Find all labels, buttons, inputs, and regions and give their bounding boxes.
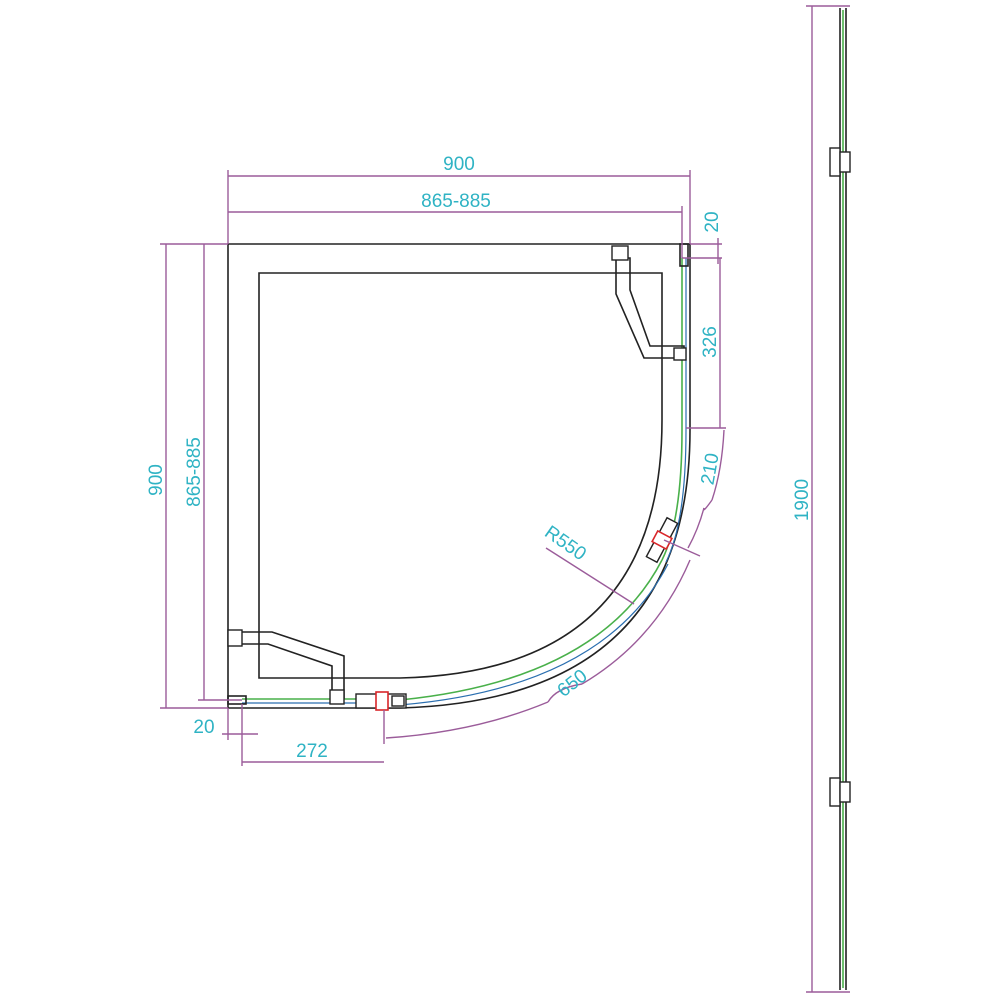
glass-right-panel — [661, 258, 683, 561]
glass-right-panel-inner — [665, 258, 687, 563]
stabiliser-clamp-bottom — [329, 689, 345, 705]
dimension-curve-210-label: 210 — [697, 452, 723, 487]
stabiliser-clamp-top — [673, 347, 687, 361]
dimension-radius-r550: R550 — [541, 522, 635, 605]
glass-curved-door — [399, 559, 663, 701]
dimension-width-900-label: 900 — [443, 154, 475, 175]
dimension-elevation-1900-label: 1900 — [792, 479, 813, 521]
dimension-arc-650: 650 — [383, 539, 701, 744]
dimension-bottom-panel-272-label: 272 — [296, 741, 328, 762]
stabiliser-bar-top — [615, 257, 685, 359]
glass-curved-door-inner — [399, 563, 669, 706]
dimension-height-900: 900 — [146, 243, 228, 709]
tray-outer-outline — [227, 243, 691, 709]
dimension-width-900: 900 — [227, 154, 691, 244]
dimension-bottom-panel-272: 272 — [242, 741, 384, 763]
elevation-bracket-top — [829, 147, 851, 177]
elevation-bracket-bottom — [829, 777, 851, 807]
dimension-curve-210: 210 — [687, 429, 725, 549]
stabiliser-bracket-top — [611, 245, 629, 261]
elevation-view: 1900 — [792, 5, 851, 993]
dimension-left-gap-20-label: 20 — [193, 717, 214, 738]
wall-profile-top — [679, 243, 689, 267]
dimension-height-865-885: 865-885 — [184, 244, 242, 701]
dimension-left-gap-20: 20 — [193, 704, 258, 766]
stabiliser-bar-bottom — [239, 631, 345, 699]
dimension-right-panel-326-label: 326 — [700, 326, 721, 358]
plan-view: 900 865-885 900 865-885 20 — [146, 154, 726, 766]
dimension-right-panel-326: 326 — [686, 258, 726, 429]
dimension-top-gap-20-label: 20 — [702, 211, 723, 232]
door-handle-bottom — [355, 691, 407, 711]
dimension-arc-650-label: 650 — [554, 666, 592, 702]
dimension-width-865-885-label: 865-885 — [421, 191, 491, 212]
tray-inner-outline — [258, 272, 663, 679]
dimension-height-900-label: 900 — [146, 464, 167, 496]
stabiliser-bracket-bottom — [227, 629, 243, 647]
dimension-height-865-885-label: 865-885 — [184, 437, 205, 507]
door-handle-right — [645, 516, 679, 564]
dimension-top-gap-20: 20 — [682, 211, 723, 264]
dimension-radius-r550-label: R550 — [541, 522, 590, 565]
dimension-width-865-885: 865-885 — [228, 191, 683, 258]
